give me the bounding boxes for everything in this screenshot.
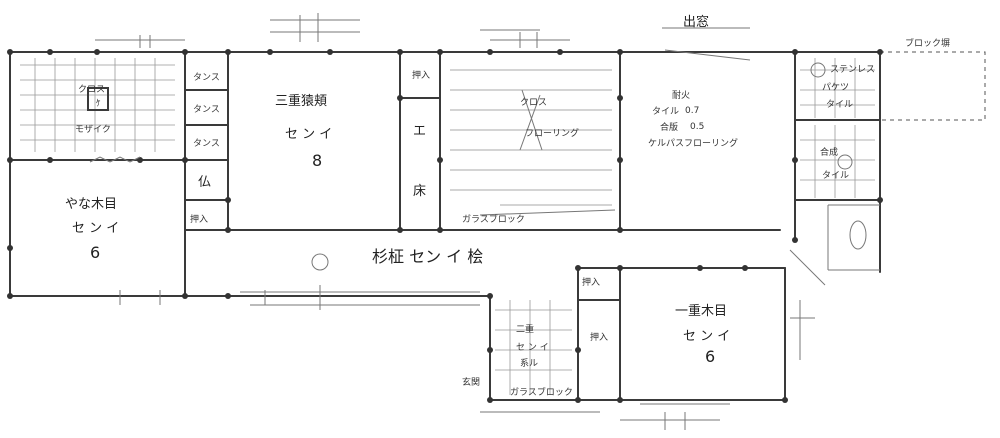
bath-line-3: タイル: [826, 99, 853, 110]
mosaic-inset: [87, 87, 109, 111]
walls: [9, 51, 881, 401]
toilet-line-2: タイル: [822, 170, 849, 181]
tatami-room-number: 8: [312, 151, 322, 170]
tatami-room-name: 三重猿頬: [275, 93, 327, 109]
lower-room-name: 二重: [516, 323, 534, 335]
lower-oshiire-2: 押入: [590, 331, 608, 343]
kitchen-line-1: 耐火: [672, 89, 690, 101]
columns: [7, 49, 883, 403]
kitchen-line-4: ケルパスフローリング: [648, 137, 738, 149]
block-wall-dashed: [880, 51, 986, 121]
corridor-name: 杉柾 セン イ 桧: [372, 247, 483, 266]
glass-block-label-1: ガラスブロック: [462, 213, 525, 225]
cloth-room-floor: フローリング: [525, 127, 579, 139]
entrance-label: 玄関: [462, 376, 480, 388]
block-wall-label: ブロック塀: [905, 37, 950, 49]
ittai-room-name: 一重木目: [675, 303, 727, 319]
ittai-room-finish: セ ン イ: [683, 329, 730, 344]
lower-room-finish: セ ン イ: [516, 342, 549, 353]
left-room-finish: セ ン イ: [72, 221, 119, 236]
left-room-number: 6: [90, 243, 100, 262]
sketch-marks: [89, 49, 867, 360]
tansu-label-2: タンス: [193, 104, 220, 115]
lower-oshiire-1: 押入: [582, 276, 600, 288]
oshiire-left-label: 押入: [190, 213, 208, 225]
tokonoma-floor: 床: [413, 184, 426, 199]
kitchen-dim-2: 0.5: [690, 122, 704, 132]
bath-line-1: ステンレス: [830, 64, 875, 75]
toilet-line-1: 合成: [820, 146, 838, 158]
lower-room-sub: 系ル: [520, 358, 538, 369]
mosaic-room-sub: モザイク: [75, 124, 111, 135]
butsudan-label: 仏: [198, 175, 211, 190]
tansu-label-3: タンス: [193, 138, 220, 149]
tile-grid: [495, 58, 875, 395]
mosaic-room-mark: ｹ: [96, 98, 101, 109]
flooring-hatch: [450, 69, 612, 206]
cloth-room-finish: クロス: [520, 97, 547, 108]
kitchen-dim-1: 0.7: [685, 106, 699, 116]
left-room-name: やな木目: [65, 197, 117, 212]
tokonoma-e: エ: [413, 124, 426, 139]
tansu-label-1: タンス: [193, 72, 220, 83]
bath-line-2: パケツ: [822, 82, 849, 93]
tatami-room-finish: セ ン イ: [285, 127, 332, 142]
ittai-room-number: 6: [705, 347, 715, 366]
dimension-ticks-top: [95, 13, 750, 430]
oshiire-top-label: 押入: [412, 69, 430, 81]
window-label: 出窓: [683, 14, 709, 30]
glass-block-label-2: ガラスブロック: [510, 386, 573, 398]
kitchen-line-3: 合版: [660, 121, 678, 133]
mosaic-room-finish: クロス: [78, 84, 105, 95]
kitchen-line-2: タイル: [652, 106, 679, 117]
